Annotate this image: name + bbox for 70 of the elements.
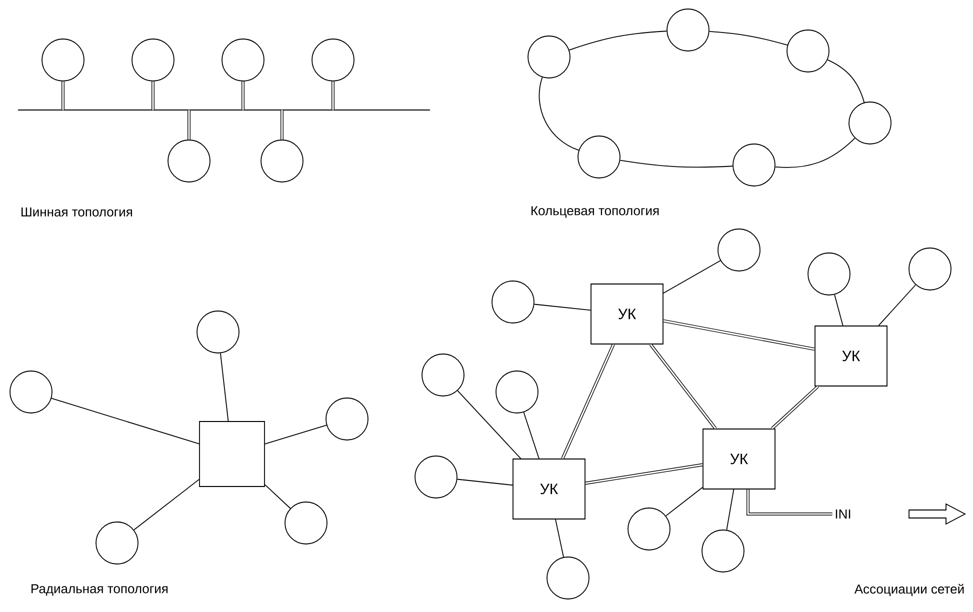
station-circle xyxy=(628,508,670,550)
station-circle xyxy=(168,140,210,182)
trunk-line xyxy=(242,81,244,110)
link-line xyxy=(878,284,916,326)
station-circle xyxy=(702,530,744,572)
switch-box: УК xyxy=(702,428,776,490)
link-line xyxy=(834,294,844,326)
link-line xyxy=(620,160,734,168)
station-circle xyxy=(196,310,240,354)
station-circle xyxy=(528,36,570,78)
station-circle xyxy=(222,38,264,82)
switch-box: УК xyxy=(814,326,888,386)
link-line xyxy=(457,390,522,459)
trunk-line xyxy=(62,81,64,110)
station-circle xyxy=(732,144,776,186)
trunk-line xyxy=(332,81,334,110)
link-line xyxy=(726,489,734,530)
trunk-line xyxy=(188,110,190,140)
trunk-line xyxy=(649,344,717,430)
caption: Кольцевая топология xyxy=(532,206,659,218)
interface-label: INI xyxy=(836,510,850,518)
trunk-line xyxy=(746,489,832,516)
trunk-line xyxy=(663,319,815,351)
link-line xyxy=(538,76,580,151)
link-line xyxy=(534,304,591,311)
station-circle xyxy=(284,502,328,544)
link-line xyxy=(51,398,200,444)
trunk-line xyxy=(280,110,284,140)
station-circle xyxy=(666,8,710,52)
link-line xyxy=(264,424,327,444)
station-circle xyxy=(718,228,760,272)
trunk-line xyxy=(585,463,703,485)
link-line xyxy=(523,412,540,459)
link-line xyxy=(708,31,788,46)
link-line xyxy=(568,30,668,50)
station-circle xyxy=(492,280,534,324)
link-line xyxy=(456,478,513,486)
station-circle xyxy=(848,102,892,144)
station-circle xyxy=(422,354,464,396)
trunk-line xyxy=(561,344,615,460)
switch-box: УК xyxy=(590,284,664,344)
link-line xyxy=(665,486,703,516)
link-line xyxy=(774,138,856,168)
station-circle xyxy=(578,136,620,178)
hub-box xyxy=(199,421,265,487)
station-circle xyxy=(260,140,304,182)
switch-box: УК xyxy=(512,458,586,520)
link-line xyxy=(220,352,229,422)
trunk-line xyxy=(152,81,154,110)
trunk-line xyxy=(771,385,819,430)
link-line xyxy=(827,59,865,103)
station-circle xyxy=(312,38,354,82)
station-circle xyxy=(808,252,850,296)
station-circle xyxy=(132,38,174,82)
caption: Радиальная топология xyxy=(32,584,168,596)
link-line xyxy=(555,519,564,558)
station-circle xyxy=(908,248,952,290)
station-circle xyxy=(786,30,830,72)
link-line xyxy=(663,260,721,294)
station-circle xyxy=(10,370,52,414)
caption: Шинная топология xyxy=(22,207,132,217)
station-circle xyxy=(96,522,138,564)
link-line xyxy=(134,479,200,530)
station-circle xyxy=(414,456,458,498)
station-circle xyxy=(546,556,590,600)
station-circle xyxy=(42,38,84,82)
link-line xyxy=(264,484,291,509)
station-circle xyxy=(326,398,368,440)
caption: Ассоциации сетей xyxy=(854,584,964,596)
station-circle xyxy=(496,370,538,414)
